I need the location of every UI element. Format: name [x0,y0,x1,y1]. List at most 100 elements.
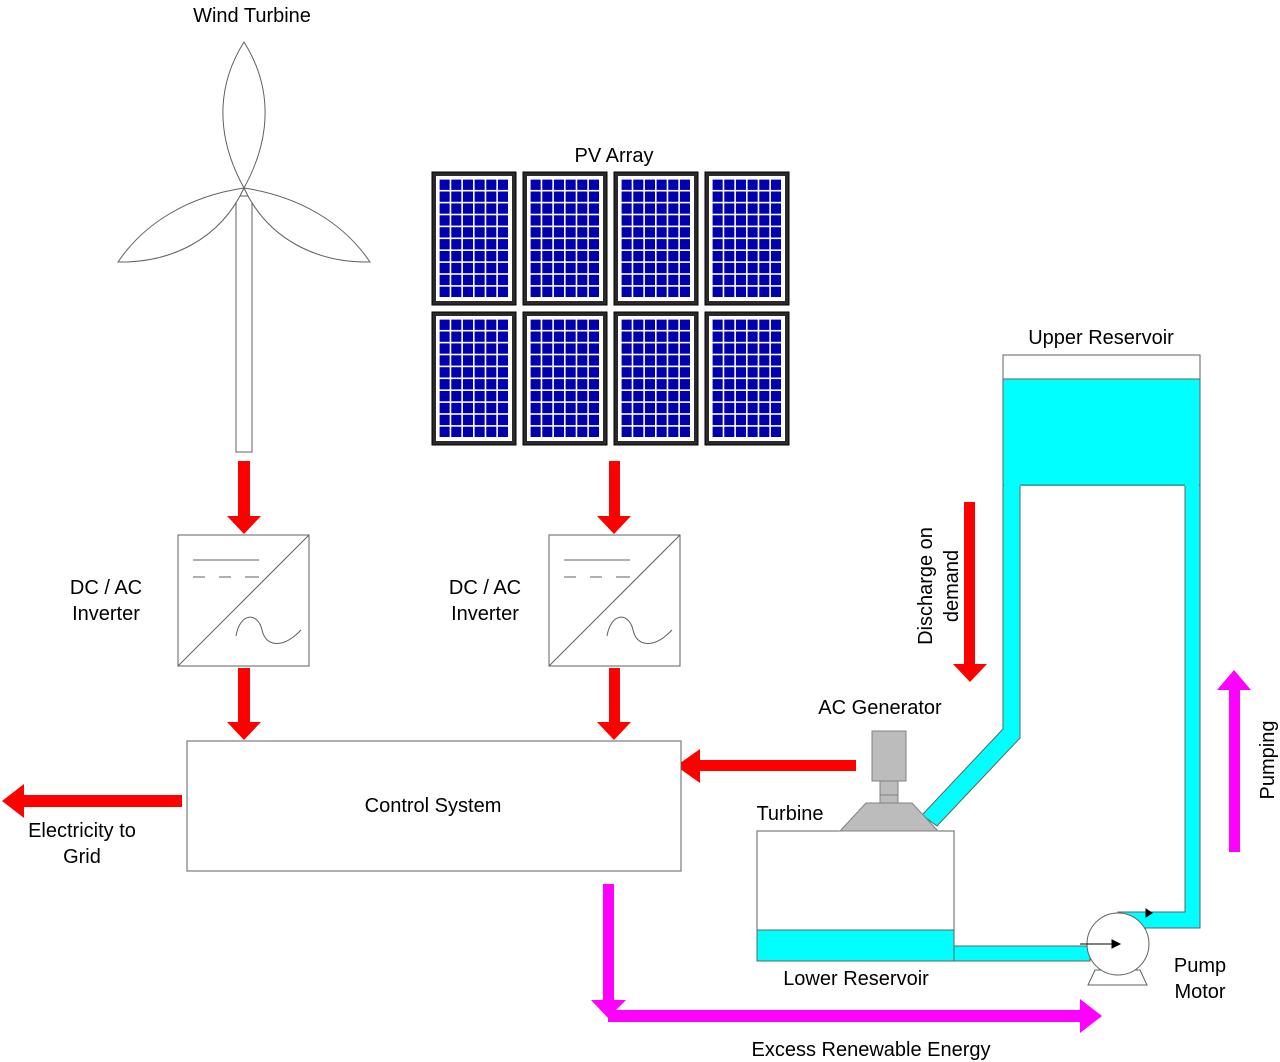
pv-cell [542,391,553,402]
pv-cell [724,355,735,366]
pv-cell [735,319,746,330]
pv-cell [553,379,564,390]
pv-cell [542,379,553,390]
pv-cell [462,367,473,378]
pv-cell [451,402,462,414]
pv-cell [577,215,588,226]
pv-cell [530,191,541,202]
pv-cell [633,402,644,414]
pv-cell [577,274,588,286]
pv-cell [439,191,450,202]
pv-cell [451,191,462,202]
upper-reservoir-water-fill-fix [1004,480,1199,486]
discharge-label-line2: demand [941,550,963,622]
pv-cell [530,319,541,330]
pv-cell [656,414,667,426]
pv-cell [474,391,485,402]
pv-cell [712,191,723,202]
pv-cell [565,367,576,378]
arrow-control-to-grid [2,784,182,818]
pv-cell [451,331,462,342]
pv-cell [553,367,564,378]
pv-cell [577,319,588,330]
pv-cell [770,203,781,214]
pv-cell [668,286,679,297]
pv-cell [588,215,599,226]
pv-cell [656,402,667,414]
pv-cell [656,319,667,330]
pv-cell [633,251,644,262]
pv-cell [553,319,564,330]
pv-cell [621,251,632,262]
pv-cell [735,179,746,190]
pv-cell [759,367,770,378]
pv-cell [759,402,770,414]
pv-cell [735,343,746,354]
pv-cell [712,355,723,366]
turbine-label: Turbine [756,803,823,825]
pv-cell [542,414,553,426]
pv-cell [565,215,576,226]
pv-cell [588,286,599,297]
pv-cell [542,343,553,354]
pv-cell [656,331,667,342]
pv-cell [486,391,497,402]
discharge-label-line1: Discharge on [915,527,937,645]
pv-cell [724,379,735,390]
pv-cell [451,355,462,366]
pv-cell [553,355,564,366]
pv-cell [462,286,473,297]
pv-cell [644,179,655,190]
pv-cell [553,391,564,402]
pv-cell [770,426,781,437]
pv-cell [588,239,599,250]
pv-cell [644,274,655,286]
pv-cell [656,426,667,437]
pv-cell [735,251,746,262]
arrow-excess-energy [608,999,1102,1033]
pv-cell [577,402,588,414]
pv-cell [712,286,723,297]
pv-cell [553,426,564,437]
pv-cell [621,343,632,354]
pv-cell [577,251,588,262]
pv-cell [577,414,588,426]
pv-cell [530,286,541,297]
pv-cell [553,215,564,226]
pv-cell [542,179,553,190]
pv-cell [724,286,735,297]
arrow-pv-to-inverter [597,461,631,534]
pv-panel [431,171,517,306]
pv-cell [759,426,770,437]
pv-cell [770,286,781,297]
pv-cell [668,274,679,286]
pv-cell [759,355,770,366]
pv-cell [565,251,576,262]
pv-cell [588,274,599,286]
pv-cell [747,414,758,426]
inverter-1-label-line1: DC / AC [70,577,142,599]
pv-cell [679,227,690,238]
pv-cell [588,379,599,390]
wind-turbine [117,41,371,453]
pv-cell [588,414,599,426]
pv-cell [439,414,450,426]
pv-cell [462,179,473,190]
pv-cell [770,355,781,366]
pv-cell [759,391,770,402]
pv-cell [497,343,508,354]
pv-cell [668,343,679,354]
pv-cell [588,402,599,414]
pv-cell [747,343,758,354]
pv-cell [542,191,553,202]
pv-cell [679,426,690,437]
pv-cell [644,227,655,238]
pv-cell [451,319,462,330]
pv-cell [656,239,667,250]
wind-turbine-tower [235,195,253,453]
wind-turbine-label: Wind Turbine [193,5,311,27]
pv-cell [735,331,746,342]
pv-cell [486,262,497,274]
pv-cell [439,179,450,190]
pv-cell [497,239,508,250]
